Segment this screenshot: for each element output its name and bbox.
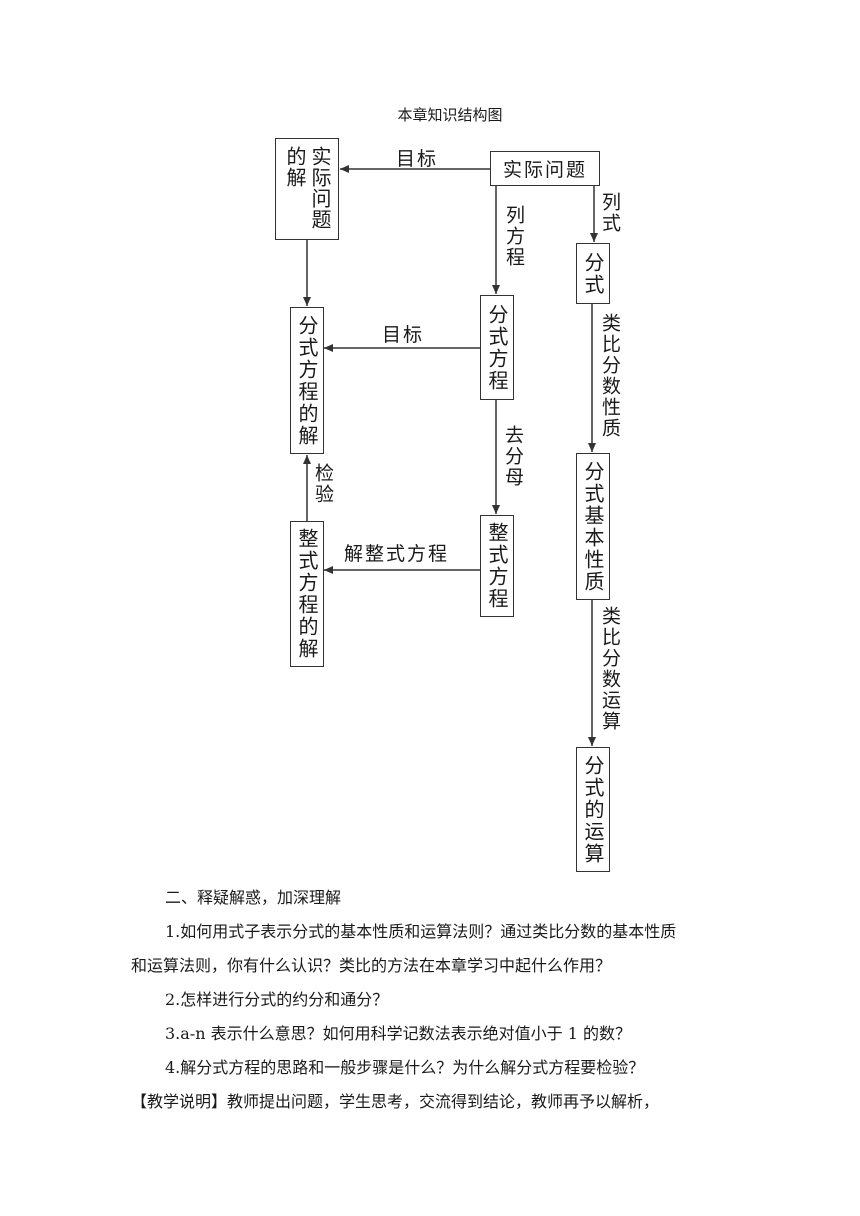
question-1-line-2: 和运算法则，你有什么认识？类比的方法在本章学习中起什么作用？ — [131, 956, 612, 975]
box-label: 分式基本性质 — [581, 460, 605, 593]
teaching-note: 【教学说明】教师提出问题，学生思考，交流得到结论，教师再予以解析， — [131, 1092, 660, 1111]
label-lie-fangcheng: 列方程 — [503, 205, 525, 268]
label-jianyan: 检验 — [312, 463, 334, 505]
label-mubiao-mid: 目标 — [382, 324, 425, 346]
question-3: 3.a-n 表示什么意思？如何用科学记数法表示绝对值小于 1 的数？ — [165, 1024, 631, 1043]
box-label: 分式 — [581, 251, 605, 296]
box-fenshi-de-yunsuan: 分式的运算 — [576, 747, 610, 872]
label-leibi-yunsuan: 类比分数运算 — [599, 606, 621, 732]
label-leibi-xingzhi: 类比分数性质 — [599, 313, 621, 439]
label-lie-shi: 列式 — [599, 192, 621, 234]
box-fenshi-fangcheng-de-jie: 分式方程的解 — [290, 307, 324, 454]
diagram-connectors — [303, 165, 598, 746]
box-shiji-wenti: 实际问题 — [490, 151, 600, 186]
page-title: 本章知识结构图 — [397, 106, 503, 124]
box-label: 分式的运算 — [581, 754, 605, 865]
box-fenshi: 分式 — [576, 243, 610, 304]
box-label: 整式方程 — [485, 522, 509, 610]
question-2: 2.怎样进行分式的约分和通分？ — [165, 990, 389, 1009]
box-label: 分式方程的解 — [295, 314, 319, 447]
section-heading: 二、释疑解惑，加深理解 — [165, 888, 342, 907]
box-shiji-de-jie: 实际问题的解 — [275, 138, 339, 240]
box-fenshi-jiben-xingzhi: 分式基本性质 — [576, 453, 610, 600]
box-fenshi-fangcheng: 分式方程 — [480, 295, 514, 400]
question-1-line-1: 1.如何用式子表示分式的基本性质和运算法则？通过类比分数的基本性质 — [165, 922, 677, 941]
label-mubiao-top: 目标 — [396, 148, 439, 170]
box-label: 实际问题 — [502, 159, 587, 181]
box-label: 整式方程的解 — [295, 528, 319, 660]
box-zhengshi-fangcheng: 整式方程 — [480, 515, 514, 617]
box-label: 分式方程 — [485, 303, 509, 392]
label-jie-zhengshi: 解整式方程 — [344, 543, 450, 565]
question-4: 4.解分式方程的思路和一般步骤是什么？为什么解分式方程要检验？ — [165, 1058, 645, 1077]
box-label: 实际问题的解 — [283, 146, 332, 230]
box-zhengshi-fangcheng-de-jie: 整式方程的解 — [290, 521, 324, 667]
label-qu-fenmu: 去分母 — [502, 425, 524, 488]
